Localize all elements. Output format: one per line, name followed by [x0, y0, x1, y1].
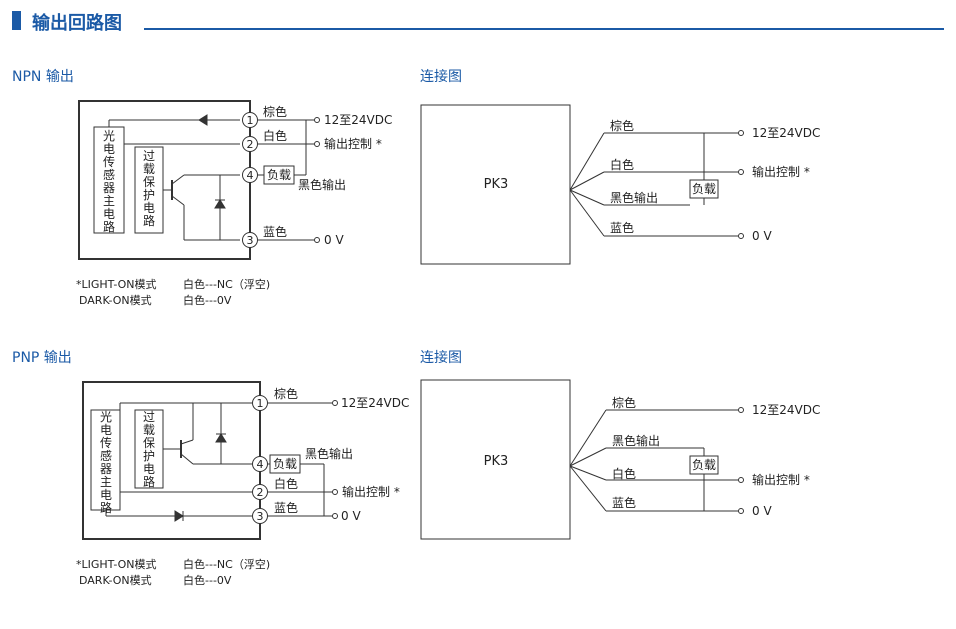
pnp-conn-white: 白色: [612, 466, 636, 481]
npn-wire-white: 白色: [263, 128, 287, 143]
npn-conn-control: 输出控制 *: [752, 164, 810, 179]
npn-connection-title: 连接图: [420, 69, 462, 85]
pnp-pin-3: 3: [257, 510, 264, 523]
page-title: 输出回路图: [32, 13, 122, 34]
pnp-wire-black: 黑色输出: [305, 446, 353, 461]
pnp-conn-black: 黑色输出: [612, 433, 660, 448]
npn-pin-2: 2: [247, 138, 254, 151]
pnp-connection-labels: PK3 棕色 黑色输出 白色 蓝色 负载 12至24VDC 输出控制 * 0 V: [484, 395, 821, 518]
npn-note-darkon: DARK-ON模式: [79, 294, 152, 307]
pnp-pin-2: 2: [257, 486, 264, 499]
pnp-load-label: 负载: [273, 457, 297, 471]
npn-note-darkon-val: 白色---0V: [183, 293, 232, 307]
pnp-conn-brown: 棕色: [612, 395, 636, 410]
pnp-section-title: PNP 输出: [12, 350, 72, 366]
npn-diode-icon: [198, 114, 208, 126]
npn-zener-icon: [214, 199, 226, 209]
npn-wire-blue: 蓝色: [263, 225, 287, 239]
pnp-wire-brown: 棕色: [274, 386, 298, 401]
npn-load-label: 负载: [267, 168, 291, 182]
title-accent-bar: [12, 11, 21, 30]
pnp-connection-title: 连接图: [420, 350, 462, 366]
npn-labels: 1 2 4 3 棕色 白色 负载 黑色输出 蓝色 12至24VDC 输出控制 *…: [76, 104, 392, 307]
npn-pin-1: 1: [247, 114, 254, 127]
npn-note-lighton: *LIGHT-ON模式: [76, 278, 157, 291]
npn-connection-diagram: [420, 104, 744, 265]
npn-conn-blue: 蓝色: [610, 221, 634, 235]
pnp-note-lighton-val: 白色---NC（浮空): [183, 557, 270, 571]
pnp-conn-supply: 12至24VDC: [752, 403, 820, 417]
pnp-protect-label: 过载保护电路: [143, 410, 155, 489]
pnp-wire-blue: 蓝色: [274, 501, 298, 515]
title-underline: [144, 28, 944, 30]
pnp-supply-voltage: 12至24VDC: [341, 396, 409, 410]
pnp-circuit: [82, 381, 338, 540]
pnp-note-darkon: DARK-ON模式: [79, 574, 152, 587]
npn-note-lighton-val: 白色---NC（浮空): [183, 277, 270, 291]
npn-section-title: NPN 输出: [12, 69, 74, 85]
npn-zero-volt: 0 V: [324, 233, 344, 247]
npn-pin-4: 4: [247, 169, 254, 182]
npn-conn-black: 黑色输出: [610, 190, 658, 205]
pnp-pin-4: 4: [257, 458, 264, 471]
pnp-pin-1: 1: [257, 397, 264, 410]
npn-main-circuit-label: 光电传感器主电路: [103, 129, 115, 234]
pnp-main-circuit-label: 光电传感器主电路: [100, 410, 112, 515]
npn-conn-white: 白色: [610, 157, 634, 172]
npn-conn-supply: 12至24VDC: [752, 126, 820, 140]
pnp-wire-white: 白色: [274, 476, 298, 491]
pnp-note-lighton: *LIGHT-ON模式: [76, 558, 157, 571]
npn-conn-brown: 棕色: [610, 118, 634, 133]
pnp-conn-control: 输出控制 *: [752, 472, 810, 487]
npn-circuit: [78, 100, 320, 260]
pnp-control-output: 输出控制 *: [342, 484, 400, 499]
pnp-conn-load: 负载: [692, 458, 716, 472]
pnp-diode-icon: [174, 510, 184, 522]
npn-protect-label: 过载保护电路: [143, 149, 155, 228]
pnp-labels: 1 4 2 3 棕色 黑色输出 负载 白色 蓝色 12至24VDC 输出控制 *…: [76, 386, 409, 587]
npn-pin-3: 3: [247, 234, 254, 247]
pnp-conn-blue: 蓝色: [612, 496, 636, 510]
npn-wire-brown: 棕色: [263, 104, 287, 119]
pnp-pk3-box: [420, 379, 571, 540]
npn-supply-voltage: 12至24VDC: [324, 113, 392, 127]
npn-pk3-box: [420, 104, 571, 265]
pnp-connection-diagram: [420, 379, 744, 540]
npn-conn-pk3: PK3: [484, 177, 509, 192]
pnp-zero-volt: 0 V: [341, 509, 361, 523]
pnp-zener-icon: [215, 433, 227, 443]
npn-connection-labels: PK3 棕色 白色 黑色输出 蓝色 负载 12至24VDC 输出控制 * 0 V: [484, 118, 821, 243]
pnp-conn-pk3: PK3: [484, 454, 509, 469]
npn-wire-black: 黑色输出: [298, 177, 346, 192]
npn-conn-load: 负载: [692, 182, 716, 196]
npn-conn-zero: 0 V: [752, 229, 772, 243]
pnp-conn-zero: 0 V: [752, 504, 772, 518]
pnp-note-darkon-val: 白色---0V: [183, 573, 232, 587]
npn-control-output: 输出控制 *: [324, 136, 382, 151]
